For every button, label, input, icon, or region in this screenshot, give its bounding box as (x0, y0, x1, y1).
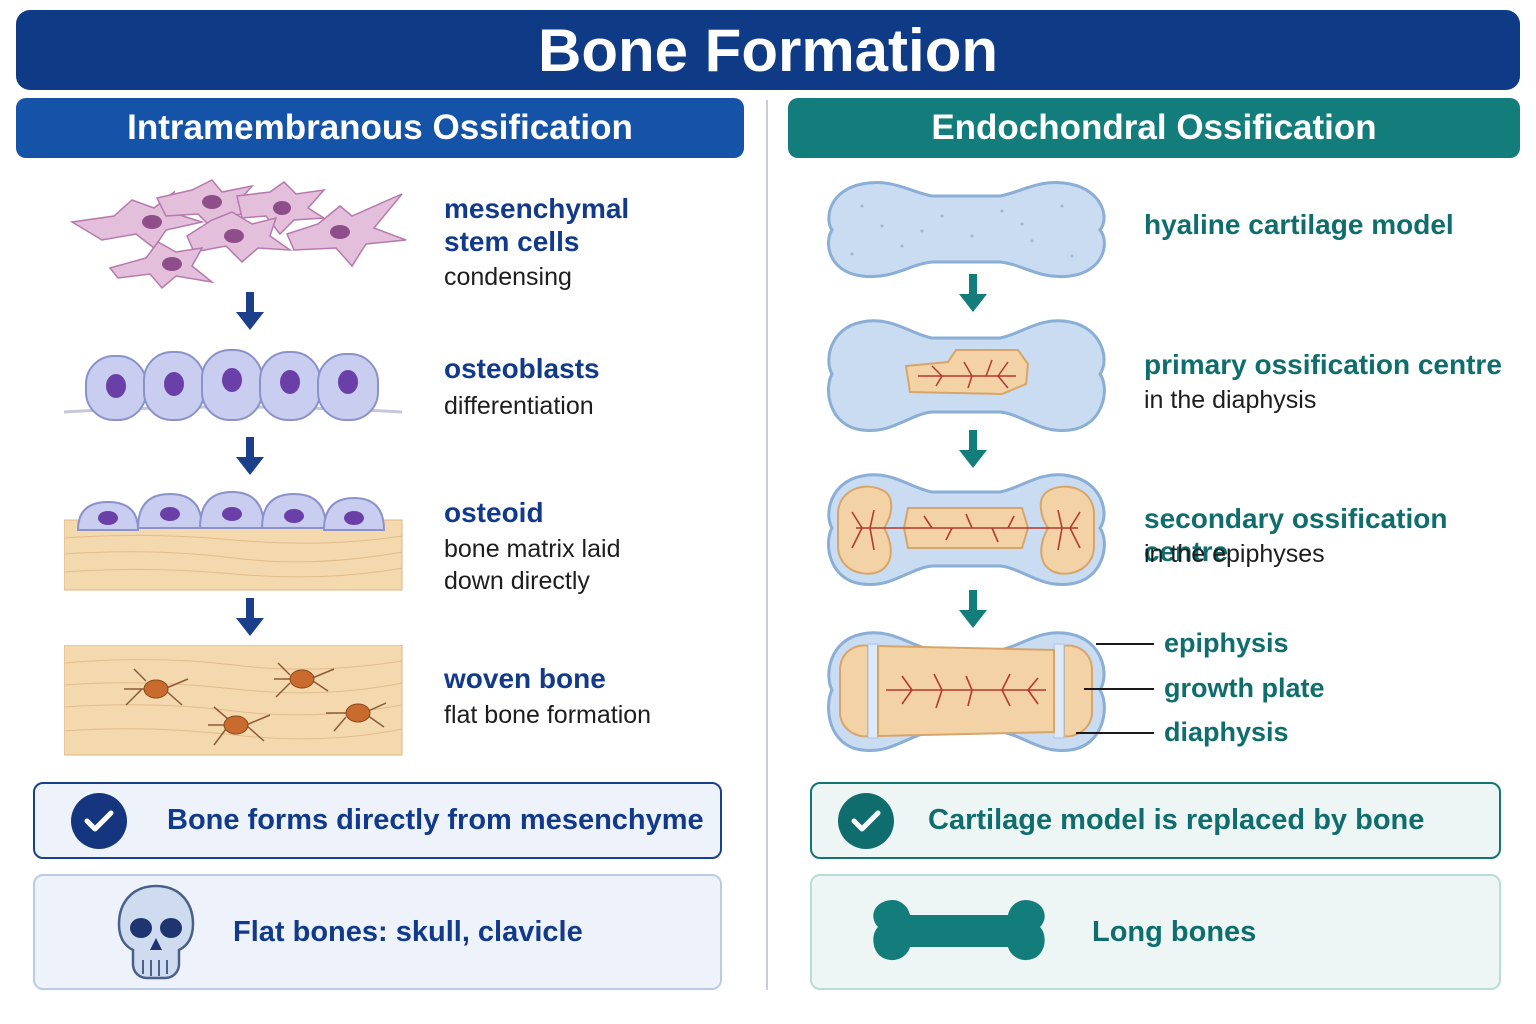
growth-plate-label: growth plate (1164, 673, 1325, 703)
epiphysis-label: epiphysis (1164, 628, 1289, 658)
endochondral-examples-box: Long bones (810, 874, 1501, 990)
arrow-down-icon (959, 274, 987, 312)
mesenchymal-desc: condensing (444, 263, 572, 291)
check-icon (838, 792, 894, 849)
secondary-ossification-label: secondary ossification centre (1144, 503, 1448, 567)
endochondral-heading: Endochondral Ossification (788, 98, 1520, 158)
diaphysis-leader-line (1076, 732, 1154, 734)
diaphysis-label: diaphysis (1164, 717, 1289, 747)
skull-icon (117, 884, 195, 980)
osteoblasts-desc: differentiation (444, 392, 594, 420)
primary-ossification-illustration (827, 319, 1106, 433)
arrow-down-icon (236, 598, 264, 636)
column-divider (766, 100, 768, 990)
intramembranous-heading: Intramembranous Ossification (16, 98, 744, 158)
arrow-down-icon (959, 590, 987, 628)
mesenchymal-label-line2: stem cells (444, 226, 580, 257)
intramembranous-summary-box: Bone forms directly from mesenchyme (33, 782, 722, 859)
osteoid-illustration (64, 490, 403, 591)
endochondral-summary-box: Cartilage model is replaced by bone (810, 782, 1501, 859)
secondary-ossification-desc: in the epiphyses (1144, 540, 1325, 568)
arrow-down-icon (959, 430, 987, 468)
intramembranous-summary-text: Bone forms directly from mesenchyme (167, 804, 704, 836)
arrow-down-icon (236, 292, 264, 330)
hyaline-label: hyaline cartilage model (1144, 209, 1454, 240)
growth-plate-leader-line (1084, 688, 1154, 690)
long-bone-structure-illustration (827, 631, 1106, 753)
woven-bone-illustration (64, 645, 403, 756)
osteoblasts-label: osteoblasts (444, 353, 600, 384)
mesenchymal-label-line1: mesenchymal (444, 193, 630, 224)
secondary-ossification-illustration (827, 473, 1106, 587)
hyaline-cartilage-illustration (827, 181, 1106, 279)
epiphysis-leader-line (1096, 643, 1154, 645)
intramembranous-examples-box: Flat bones: skull, clavicle (33, 874, 722, 990)
mesenchymal-cells-illustration (69, 179, 407, 290)
arrow-down-icon (236, 437, 264, 475)
check-icon (71, 792, 127, 849)
woven-bone-label: woven bone (444, 663, 606, 694)
osteoblasts-illustration (63, 349, 403, 421)
page-title: Bone Formation (16, 10, 1520, 90)
woven-bone-desc: flat bone formation (444, 701, 652, 729)
primary-ossification-desc: in the diaphysis (1144, 386, 1317, 414)
osteoid-label: osteoid (444, 497, 544, 528)
intramembranous-examples-text: Flat bones: skull, clavicle (233, 915, 583, 948)
endochondral-summary-text: Cartilage model is replaced by bone (928, 804, 1425, 836)
osteoid-desc-line1: bone matrix laid (444, 535, 621, 563)
primary-ossification-label: primary ossification centre (1144, 349, 1502, 380)
osteoid-desc-line2: down directly (444, 567, 590, 595)
long-bone-icon (873, 899, 1045, 961)
endochondral-examples-text: Long bones (1092, 915, 1257, 948)
